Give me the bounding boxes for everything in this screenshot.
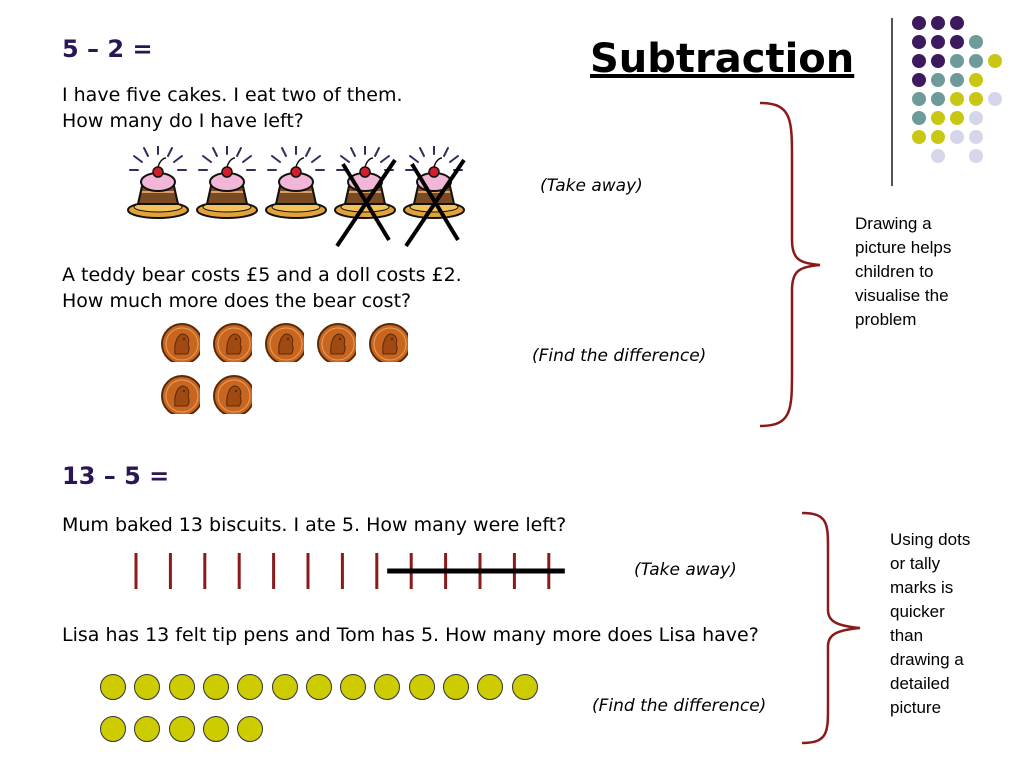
coins-illustration <box>160 322 420 422</box>
decorative-dot <box>969 35 983 49</box>
side-note-1: Drawing a picture helps children to visu… <box>855 212 951 332</box>
counter-dot <box>100 674 126 700</box>
cake-icon <box>127 146 189 219</box>
decorative-dot <box>969 73 983 87</box>
cake-icon <box>403 146 466 248</box>
counter-dot <box>443 674 469 700</box>
counter-dot <box>237 674 264 700</box>
decorative-dot <box>950 16 964 30</box>
side-note-2-line: detailed <box>890 674 950 693</box>
counter-dot <box>202 674 229 700</box>
side-note-2-line: picture <box>890 698 942 717</box>
problem-bear-line2: How much more does the bear cost? <box>62 290 412 312</box>
side-note-2: Using dots or tally marks is quicker tha… <box>890 528 970 720</box>
cake-icon <box>334 146 397 248</box>
decorative-dot <box>950 35 964 49</box>
penny-coin-icon <box>265 323 304 362</box>
counter-dot <box>168 716 195 742</box>
decorative-dot <box>931 149 945 163</box>
problem-cakes-line2: How many do I have left? <box>62 110 304 132</box>
decorative-dot <box>912 35 926 49</box>
decorative-dot <box>969 54 983 68</box>
counter-dot <box>477 674 504 700</box>
penny-coin-icon <box>213 375 252 414</box>
decorative-dot <box>931 130 945 144</box>
decorative-dot <box>912 16 926 30</box>
penny-coin-icon <box>161 375 200 414</box>
side-note-2-line: quicker <box>890 602 945 621</box>
cake-icon <box>265 146 327 219</box>
decorative-dot <box>969 149 983 163</box>
decorative-dot <box>931 16 945 30</box>
side-note-1-line: visualise the <box>855 286 949 305</box>
counter-dot <box>511 674 538 700</box>
decorative-dot <box>950 92 964 106</box>
side-note-1-line: problem <box>855 310 917 329</box>
side-note-1-line: Drawing a <box>855 214 932 233</box>
brace-2 <box>801 511 861 745</box>
side-note-2-line: or tally <box>890 554 941 573</box>
counter-dot <box>408 674 435 700</box>
decorative-dot <box>950 111 964 125</box>
counter-dot <box>305 674 332 700</box>
side-note-2-line: than <box>890 626 924 645</box>
side-note-1-line: children to <box>855 262 934 281</box>
problem-pens: Lisa has 13 felt tip pens and Tom has 5.… <box>62 624 759 646</box>
decorative-dot <box>950 73 964 87</box>
decorative-dot-grid <box>912 16 1012 166</box>
side-note-2-line: drawing a <box>890 650 964 669</box>
penny-coin-icon <box>161 323 200 362</box>
counter-dot <box>168 674 195 700</box>
counter-dot <box>237 716 264 742</box>
equation-13-minus-5: 13 – 5 = <box>62 462 170 490</box>
brace-1 <box>759 101 821 428</box>
decorative-dot <box>988 54 1002 68</box>
cakes-illustration <box>126 140 476 248</box>
penny-coin-icon <box>213 323 252 362</box>
decorative-dot <box>969 92 983 106</box>
dots-illustration <box>100 674 550 746</box>
decorative-dot <box>912 130 926 144</box>
decorative-dot <box>950 54 964 68</box>
slide-title: Subtraction <box>590 36 855 82</box>
decorative-dot <box>931 35 945 49</box>
decorative-dot <box>988 92 1002 106</box>
problem-bear-line1: A teddy bear costs £5 and a doll costs £… <box>62 264 462 286</box>
decorative-dot <box>912 73 926 87</box>
counter-dot <box>340 674 367 700</box>
tally-marks <box>134 553 565 589</box>
note-find-difference-1: (Find the difference) <box>532 346 707 366</box>
cake-icon <box>196 146 258 219</box>
counter-dot <box>374 674 401 700</box>
decorative-dot <box>931 111 945 125</box>
decorative-dot <box>950 130 964 144</box>
note-take-away-1: (Take away) <box>540 176 643 196</box>
counter-dot <box>134 716 161 742</box>
penny-coin-icon <box>369 323 408 362</box>
note-find-difference-2: (Find the difference) <box>592 696 767 716</box>
decorative-dot <box>912 111 926 125</box>
problem-cakes-line1: I have five cakes. I eat two of them. <box>62 84 403 106</box>
decorative-dot <box>912 54 926 68</box>
divider-line <box>891 18 893 186</box>
counter-dot <box>134 674 161 700</box>
note-take-away-2: (Take away) <box>634 560 737 580</box>
decorative-dot <box>931 92 945 106</box>
side-note-2-line: marks is <box>890 578 954 597</box>
counter-dot <box>100 716 126 742</box>
decorative-dot <box>969 130 983 144</box>
decorative-dot <box>912 92 926 106</box>
decorative-dot <box>931 54 945 68</box>
penny-coin-icon <box>317 323 356 362</box>
decorative-dot <box>969 111 983 125</box>
decorative-dot <box>931 73 945 87</box>
problem-biscuits: Mum baked 13 biscuits. I ate 5. How many… <box>62 514 567 536</box>
side-note-2-line: Using dots <box>890 530 971 549</box>
side-note-1-line: picture helps <box>855 238 952 257</box>
equation-5-minus-2: 5 – 2 = <box>62 35 153 63</box>
counter-dot <box>271 674 298 700</box>
counter-dot <box>202 716 229 742</box>
